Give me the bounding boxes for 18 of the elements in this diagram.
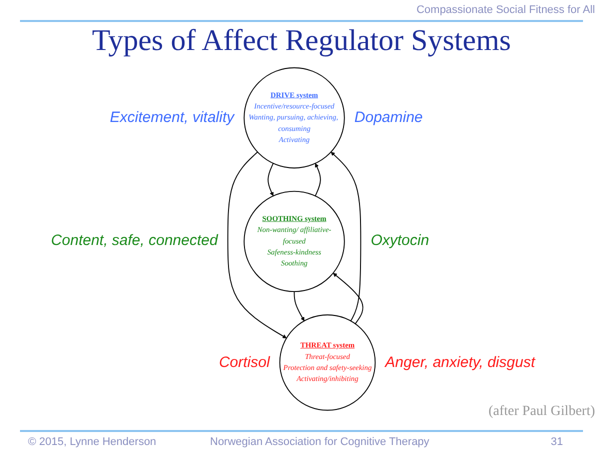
copyright-note: © 2015, Lynne Henderson	[28, 436, 156, 448]
annotation-text: Oxytocin	[370, 232, 430, 250]
arrow	[332, 272, 364, 324]
arrow	[294, 291, 304, 322]
attribution-note: (after Paul Gilbert)	[488, 404, 595, 420]
arrow	[268, 162, 274, 196]
page-number: 31	[550, 436, 563, 448]
annotation-text: Content, safe, connected	[51, 232, 218, 250]
arrow	[330, 152, 362, 322]
header-note: Compassionate Social Fitness for All	[416, 4, 595, 16]
title: Types of Affect Regulator Systems	[20, 20, 583, 58]
arrow	[314, 163, 321, 196]
footer-text: Norwegian Association for Cognitive Therapy	[210, 436, 430, 448]
annotation-text: Dopamine	[354, 108, 423, 126]
annotation-text: Anger, anxiety, disgust	[385, 354, 535, 371]
annotation-text: Cortisol	[218, 354, 270, 371]
annotation-text: Excitement, vitality	[110, 108, 234, 126]
arrow	[227, 152, 287, 338]
